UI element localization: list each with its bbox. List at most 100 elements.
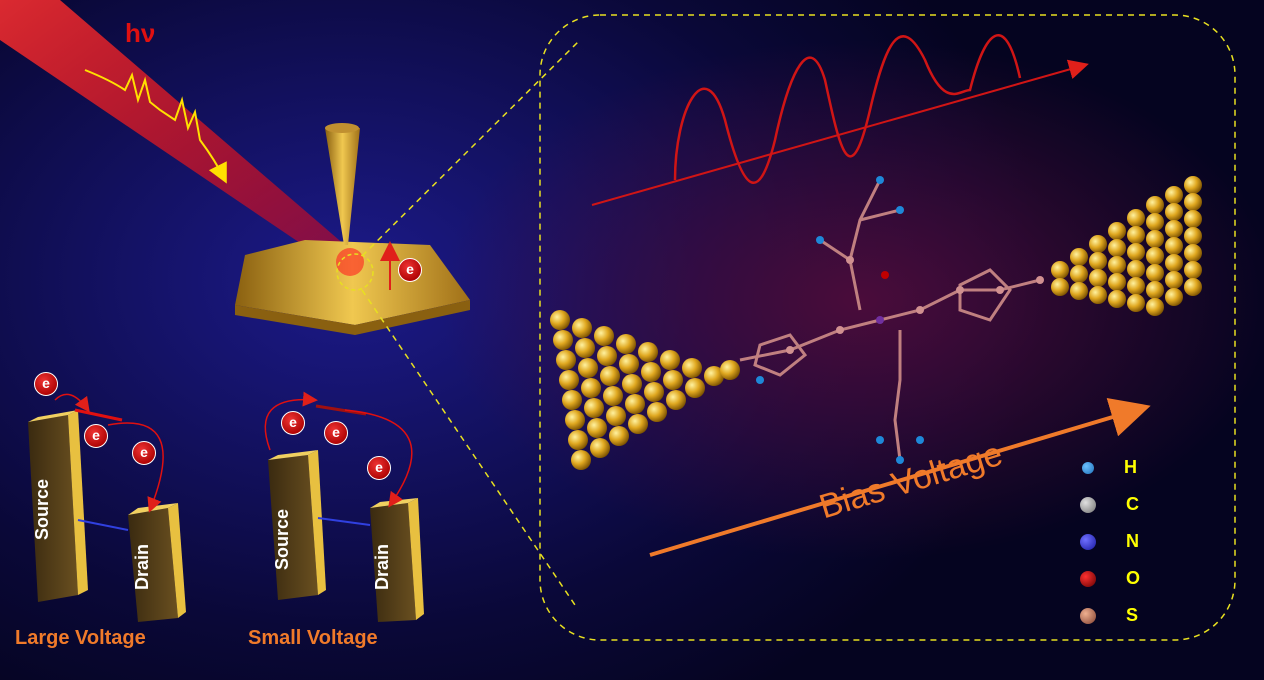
gold-atom (682, 358, 702, 378)
gold-atom (1108, 239, 1126, 257)
large-voltage-junction (28, 393, 186, 622)
gold-atom (1184, 176, 1202, 194)
gold-atom (1127, 209, 1145, 227)
gold-atom (600, 366, 620, 386)
gold-atom (1165, 220, 1183, 238)
gold-atom (1146, 196, 1164, 214)
gold-atom (1051, 261, 1069, 279)
focus-circle (336, 253, 374, 291)
oxygen-atom-icon (1080, 570, 1096, 587)
molecule-atoms (756, 176, 1044, 464)
small-voltage-caption: Small Voltage (248, 627, 378, 649)
gold-atom (568, 430, 588, 450)
gold-atom (1165, 288, 1183, 306)
electron-icon: e (132, 441, 156, 465)
legend-label: C (1126, 494, 1139, 514)
legend-item-o: O (1080, 568, 1140, 589)
gold-atom (606, 406, 626, 426)
gold-atom (1089, 269, 1107, 287)
gold-atom (1165, 254, 1183, 272)
electron-icon: e (281, 411, 305, 435)
gold-atom (587, 418, 607, 438)
legend-label: N (1126, 531, 1139, 551)
gold-atom (1127, 226, 1145, 244)
gold-atom (1108, 256, 1126, 274)
gold-atom (663, 370, 683, 390)
gold-atom (1184, 210, 1202, 228)
gold-atom (1051, 278, 1069, 296)
gold-atom (685, 378, 705, 398)
gold-atom (1127, 260, 1145, 278)
gold-atom (720, 360, 740, 380)
gold-atom (638, 342, 658, 362)
legend-item-n: N (1080, 531, 1139, 552)
sulfur-atom-icon (1080, 607, 1096, 624)
small-voltage-junction (264, 391, 424, 622)
gold-atom (572, 318, 592, 338)
gold-atom (1127, 243, 1145, 261)
bias-arrow (649, 397, 1151, 557)
gold-atom (644, 382, 664, 402)
source-label: Source (32, 478, 52, 540)
photon-label: hν (125, 18, 156, 48)
gold-atom (628, 414, 648, 434)
gold-atom (1127, 294, 1145, 312)
gold-atom (1146, 281, 1164, 299)
gold-atom (1108, 273, 1126, 291)
gold-atom (1070, 265, 1088, 283)
gold-atom (625, 394, 645, 414)
gold-atom (1146, 213, 1164, 231)
electron-icon: e (34, 372, 58, 396)
gold-atom (1070, 282, 1088, 300)
gold-atom (622, 374, 642, 394)
legend-label: H (1124, 457, 1137, 477)
gold-atom (1108, 222, 1126, 240)
gold-atom (562, 390, 582, 410)
drain-label: Drain (372, 543, 392, 590)
legend-label: O (1126, 568, 1141, 588)
legend-label: S (1126, 605, 1139, 625)
gold-atom (616, 334, 636, 354)
gold-atom (553, 330, 573, 350)
source-label: Source (272, 508, 292, 570)
hydrogen-atom-icon (1082, 461, 1094, 474)
gold-atom (1165, 186, 1183, 204)
gold-atom (1089, 252, 1107, 270)
light-pulse-wave (84, 69, 227, 184)
carbon-atom-icon (1080, 496, 1096, 513)
gold-atom (581, 378, 601, 398)
legend-item-c: C (1080, 494, 1139, 515)
gold-atom (704, 366, 724, 386)
gold-electrode-right (1051, 176, 1202, 316)
gold-atom (1165, 271, 1183, 289)
gold-atom (575, 338, 595, 358)
gold-atom (647, 402, 667, 422)
legend-item-s: S (1080, 605, 1138, 626)
electron-icon: e (84, 424, 108, 448)
em-wave (673, 34, 1022, 184)
drain-label: Drain (132, 543, 152, 590)
gold-atom (603, 386, 623, 406)
laser-beam (0, 0, 360, 270)
gold-atom (641, 362, 661, 382)
gold-atom (1146, 247, 1164, 265)
gold-atom (1184, 244, 1202, 262)
electron-icon: e (398, 258, 422, 282)
gold-atom (1184, 261, 1202, 279)
gold-atom (609, 426, 629, 446)
gold-atom (597, 346, 617, 366)
nitrogen-atom-icon (1080, 533, 1096, 550)
gold-atom (550, 310, 570, 330)
zoom-frame (539, 14, 1236, 641)
gold-atom (1127, 277, 1145, 295)
gold-electrode-left (550, 310, 740, 470)
gold-atom (584, 398, 604, 418)
gold-atom (1089, 286, 1107, 304)
gold-atom (571, 450, 591, 470)
gold-atom (556, 350, 576, 370)
gold-atom (1070, 248, 1088, 266)
gold-atom (565, 410, 585, 430)
gold-atom (559, 370, 579, 390)
